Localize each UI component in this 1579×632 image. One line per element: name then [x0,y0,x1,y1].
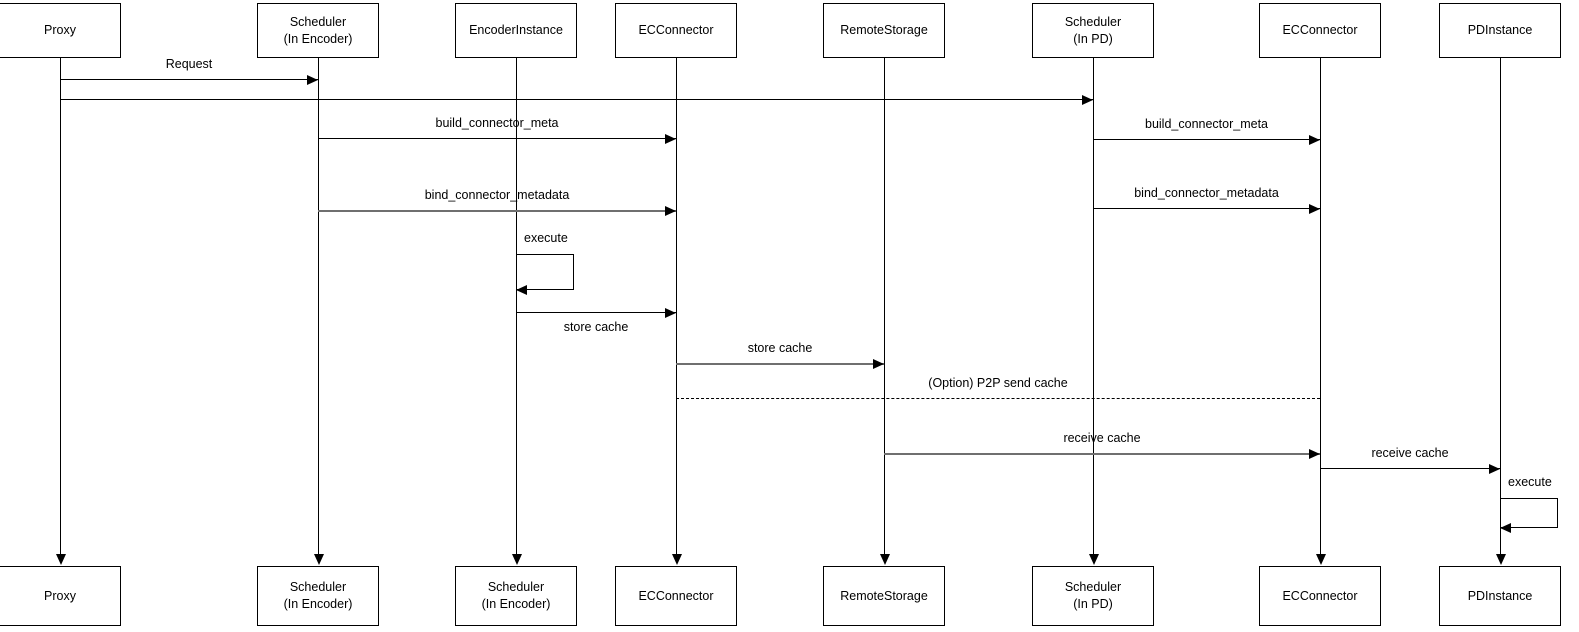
bottom-participant-box-pd-inst: PDInstance [1439,566,1561,626]
participant-label-primary: Scheduler [487,580,545,595]
bottom-participant-box-sched-pd: Scheduler (In PD) [1032,566,1154,626]
top-participant-box-remote: RemoteStorage [823,3,945,58]
lifeline-ecc-right [1320,58,1321,554]
top-participant-box-pd-inst: PDInstance [1439,3,1561,58]
self-message-arrowhead-execute-pd [1500,523,1511,533]
message-arrowhead-bind-meta-l [665,205,676,216]
message-line-p2p-send [676,398,1320,399]
lifeline-encoder-inst [516,58,517,554]
message-line-receive-cache-2 [1320,468,1500,469]
message-label-store-cache-r: store cache [747,341,813,355]
lifeline-end-arrow-remote [879,554,890,565]
self-message-label-execute-encoder: execute [524,231,568,245]
participant-label-primary: Scheduler [289,580,347,595]
top-participant-box-sched-enc: Scheduler (In Encoder) [257,3,379,58]
message-line-build-meta-l [318,138,676,139]
self-message-arrowhead-execute-encoder [516,285,527,295]
message-line-bind-meta-r [1093,208,1320,209]
message-label-bind-meta-l: bind_connector_metadata [424,188,570,202]
message-arrowhead-receive-cache-1 [1309,448,1320,459]
lifeline-remote [884,58,885,554]
message-arrowhead-proxy-to-pd [1082,94,1093,105]
participant-label-secondary: (In Encoder) [481,597,551,611]
message-label-bind-meta-r: bind_connector_metadata [1134,186,1279,200]
participant-label-primary: PDInstance [1467,588,1533,603]
message-label-store-cache-l: store cache [563,320,629,334]
message-line-proxy-to-pd [60,99,1093,100]
message-line-store-cache-r [676,363,884,365]
bottom-participant-box-remote: RemoteStorage [823,566,945,626]
lifeline-end-arrow-sched-pd [1088,554,1099,565]
message-label-build-meta-r: build_connector_meta [1145,117,1268,131]
participant-label-primary: Scheduler [1064,14,1122,29]
message-label-receive-cache-1: receive cache [1063,431,1141,445]
top-participant-box-proxy: Proxy [0,3,121,58]
participant-label-primary: ECConnector [638,23,714,38]
message-line-request [60,79,318,80]
lifeline-end-arrow-ecc-left [671,554,682,565]
self-message-label-execute-pd: execute [1508,475,1552,489]
participant-label-primary: RemoteStorage [840,23,928,38]
participant-label-primary: Proxy [44,23,76,38]
lifeline-ecc-left [676,58,677,554]
message-arrowhead-bind-meta-r [1309,203,1320,214]
message-arrowhead-request [307,74,318,85]
participant-label-primary: Scheduler [289,14,347,29]
bottom-participant-box-proxy: Proxy [0,566,121,626]
participant-label-primary: ECConnector [638,588,714,603]
bottom-participant-box-encoder-inst: Scheduler (In Encoder) [455,566,577,626]
message-line-bind-meta-l [318,210,676,212]
message-line-store-cache-l [516,312,676,313]
message-arrowhead-build-meta-l [665,133,676,144]
lifeline-sched-enc [318,58,319,554]
top-participant-box-encoder-inst: EncoderInstance [455,3,577,58]
lifeline-end-arrow-sched-enc [313,554,324,565]
message-label-request: Request [165,57,213,71]
participant-label-primary: PDInstance [1467,23,1533,38]
message-arrowhead-store-cache-r [873,358,884,369]
participant-label-secondary: (In PD) [1073,597,1113,611]
self-message-loop-execute-encoder [516,254,574,290]
lifeline-end-arrow-proxy [55,554,66,565]
message-arrowhead-store-cache-l [665,307,676,318]
self-message-loop-execute-pd [1500,498,1558,528]
message-label-receive-cache-2: receive cache [1371,446,1449,460]
participant-label-secondary: (In Encoder) [283,31,353,46]
top-participant-box-ecc-left: ECConnector [615,3,737,58]
participant-label-secondary: (In Encoder) [283,597,353,611]
participant-label-primary: ECConnector [1282,588,1358,603]
lifeline-end-arrow-ecc-right [1315,554,1326,565]
participant-label-secondary: (In PD) [1073,31,1113,46]
participant-label-primary: ECConnector [1282,23,1358,38]
lifeline-proxy [60,58,61,554]
message-label-build-meta-l: build_connector_meta [435,116,559,130]
top-participant-box-ecc-right: ECConnector [1259,3,1381,58]
bottom-participant-box-ecc-right: ECConnector [1259,566,1381,626]
participant-label-primary: Proxy [44,588,76,603]
message-label-p2p-send: (Option) P2P send cache [928,376,1068,390]
bottom-participant-box-sched-enc: Scheduler (In Encoder) [257,566,379,626]
lifeline-end-arrow-encoder-inst [511,554,522,565]
message-line-build-meta-r [1093,139,1320,140]
participant-label-primary: RemoteStorage [840,588,928,603]
message-line-receive-cache-1 [884,453,1320,455]
lifeline-pd-inst [1500,58,1501,554]
top-participant-box-sched-pd: Scheduler (In PD) [1032,3,1154,58]
message-arrowhead-receive-cache-2 [1489,463,1500,474]
participant-label-primary: Scheduler [1064,580,1122,595]
participant-label-primary: EncoderInstance [469,23,563,38]
lifeline-end-arrow-pd-inst [1495,554,1506,565]
lifeline-sched-pd [1093,58,1094,554]
bottom-participant-box-ecc-left: ECConnector [615,566,737,626]
message-arrowhead-build-meta-r [1309,134,1320,145]
